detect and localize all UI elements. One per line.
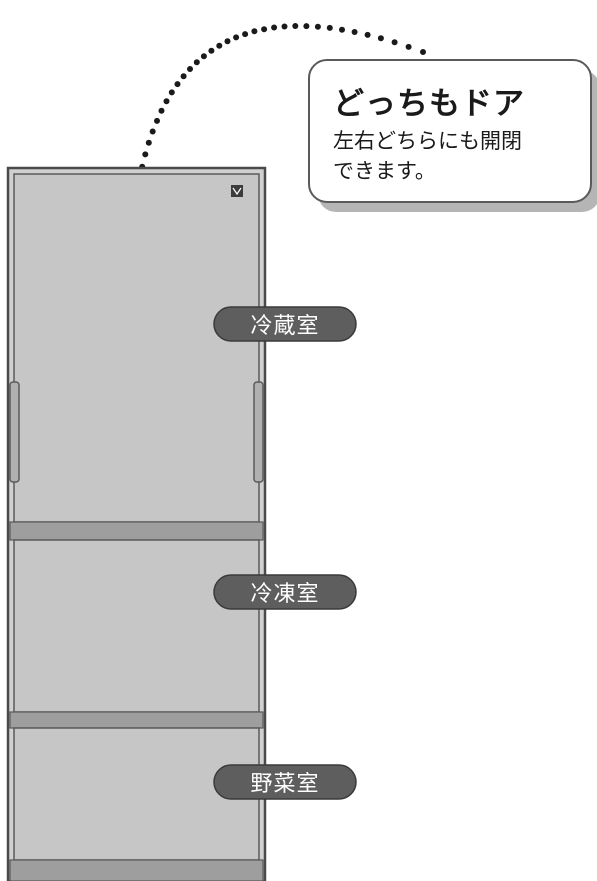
swing-dot [251,28,258,35]
fridge-door [13,173,260,523]
swing-dot [271,24,278,31]
swing-dot [405,43,412,50]
swing-dot [281,23,288,30]
swing-dot [187,66,193,72]
logo-icon [231,185,243,197]
swing-dot [339,26,345,33]
pill-freezer-bg [213,574,357,610]
swing-dot [420,49,426,55]
swing-dot [216,42,223,49]
label-vegetable: 野菜室 [250,772,320,797]
swing-dot [351,29,358,35]
right-handle [253,381,264,483]
freezer-door [13,539,260,713]
callout: どっちもドア 左右どちらにも開閉 できます。 [309,60,595,202]
swing-dot [193,59,200,66]
swing-dot [326,24,333,31]
swing-dot [200,53,207,60]
swing-dot [303,23,310,30]
swing-dot [149,128,156,135]
swing-dot [142,151,149,158]
callout-box [308,59,592,203]
callout-line-1: 左右どちらにも開閉 [333,129,522,153]
base-band [9,859,264,881]
swing-dot [292,23,299,29]
swing-dot [364,31,371,38]
swing-dot [168,89,175,96]
callout-title: どっちもドア [333,86,525,122]
swing-dot [233,34,240,41]
swing-dot [158,107,165,114]
logo-mark [232,187,242,196]
left-handle [9,381,20,483]
swing-dot [314,23,321,30]
swing-dot [208,47,215,54]
label-freezer: 冷凍室 [250,582,320,607]
swing-dot [242,31,249,38]
swing-dot [224,38,231,45]
pill-veg-bg [213,764,357,800]
callout-line-2: できます。 [333,159,436,183]
pill-fridge-bg [213,306,357,342]
label-fridge: 冷蔵室 [250,314,320,339]
drawer-gap-band [9,711,264,729]
swing-dot [174,81,181,88]
swing-dot [145,139,152,146]
swing-dot [377,35,384,42]
door-gap-band [9,521,264,541]
callout-body: 左右どちらにも開閉 できます。 [333,126,522,186]
swing-dot [154,117,160,124]
swing-dot [261,26,268,33]
swing-dot [180,73,187,80]
swing-dot [391,39,398,46]
swing-dot [163,98,170,105]
